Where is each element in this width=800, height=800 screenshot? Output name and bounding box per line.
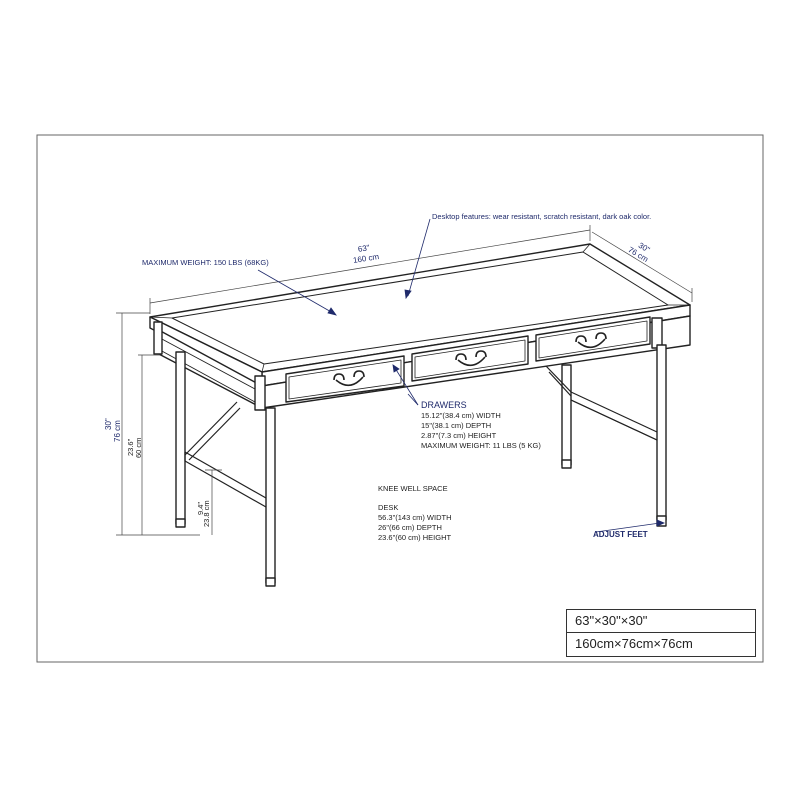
leg-front-right xyxy=(656,344,667,521)
knee-well-height: 23.6"(60 cm) HEIGHT xyxy=(378,533,452,542)
stretcher-height-cm-label: 23.8 cm xyxy=(202,500,211,527)
drawers-depth: 15"(38.1 cm) DEPTH xyxy=(421,421,492,430)
knee-height-cm-label: 60 cm xyxy=(134,437,143,458)
size-metric: 160cm×76cm×76cm xyxy=(567,632,755,655)
leg-back-left xyxy=(175,351,186,525)
knee-well-desk-label: DESK xyxy=(378,503,399,512)
height-cm-label: 76 cm xyxy=(113,420,122,442)
knee-well-width: 56.3"(143 cm) WIDTH xyxy=(378,513,452,522)
drawers-spec: DRAWERS 15.12"(38.4 cm) WIDTH 15"(38.1 c… xyxy=(421,399,541,451)
leader-lines xyxy=(257,218,666,533)
drawer-2[interactable] xyxy=(411,335,529,382)
drawers-width: 15.12"(38.4 cm) WIDTH xyxy=(421,411,501,420)
drawer-3[interactable] xyxy=(535,316,651,362)
drawers-max-weight: MAXIMUM WEIGHT: 11 LBS (5 KG) xyxy=(421,441,541,450)
drawer-pull-2 xyxy=(455,350,487,367)
corner-post-front-right xyxy=(651,317,663,349)
drawer-pull-1 xyxy=(333,370,365,387)
stretchers xyxy=(184,365,658,508)
desktop-features-note: Desktop features: wear resistant, scratc… xyxy=(432,212,652,221)
leg-front-left xyxy=(265,407,276,584)
sheet-border xyxy=(36,134,764,663)
legs xyxy=(175,344,667,587)
desk-illustration xyxy=(149,243,691,587)
leg-back-right xyxy=(561,364,572,466)
knee-well-title: KNEE WELL SPACE xyxy=(378,484,448,493)
drawer-1[interactable] xyxy=(285,355,405,403)
knee-well-spec: DESK 56.3"(143 cm) WIDTH 26"(66 cm) DEPT… xyxy=(378,503,452,543)
maximum-weight-note: MAXIMUM WEIGHT: 150 LBS (68KG) xyxy=(142,258,269,267)
drawers-height: 2.87"(7.3 cm) HEIGHT xyxy=(421,431,497,440)
corner-post-front-left xyxy=(254,375,266,411)
size-imperial: 63"×30"×30" xyxy=(575,613,648,628)
drawer-pull-3 xyxy=(575,332,607,349)
knee-well-depth: 26"(66 cm) DEPTH xyxy=(378,523,442,532)
adjust-feet-label: ADJUST FEET xyxy=(593,530,648,539)
dimension-lines xyxy=(116,225,693,536)
drawers-title: DRAWERS xyxy=(421,400,467,410)
size-summary-box: 63"×30"×30" 160cm×76cm×76cm xyxy=(566,609,756,657)
